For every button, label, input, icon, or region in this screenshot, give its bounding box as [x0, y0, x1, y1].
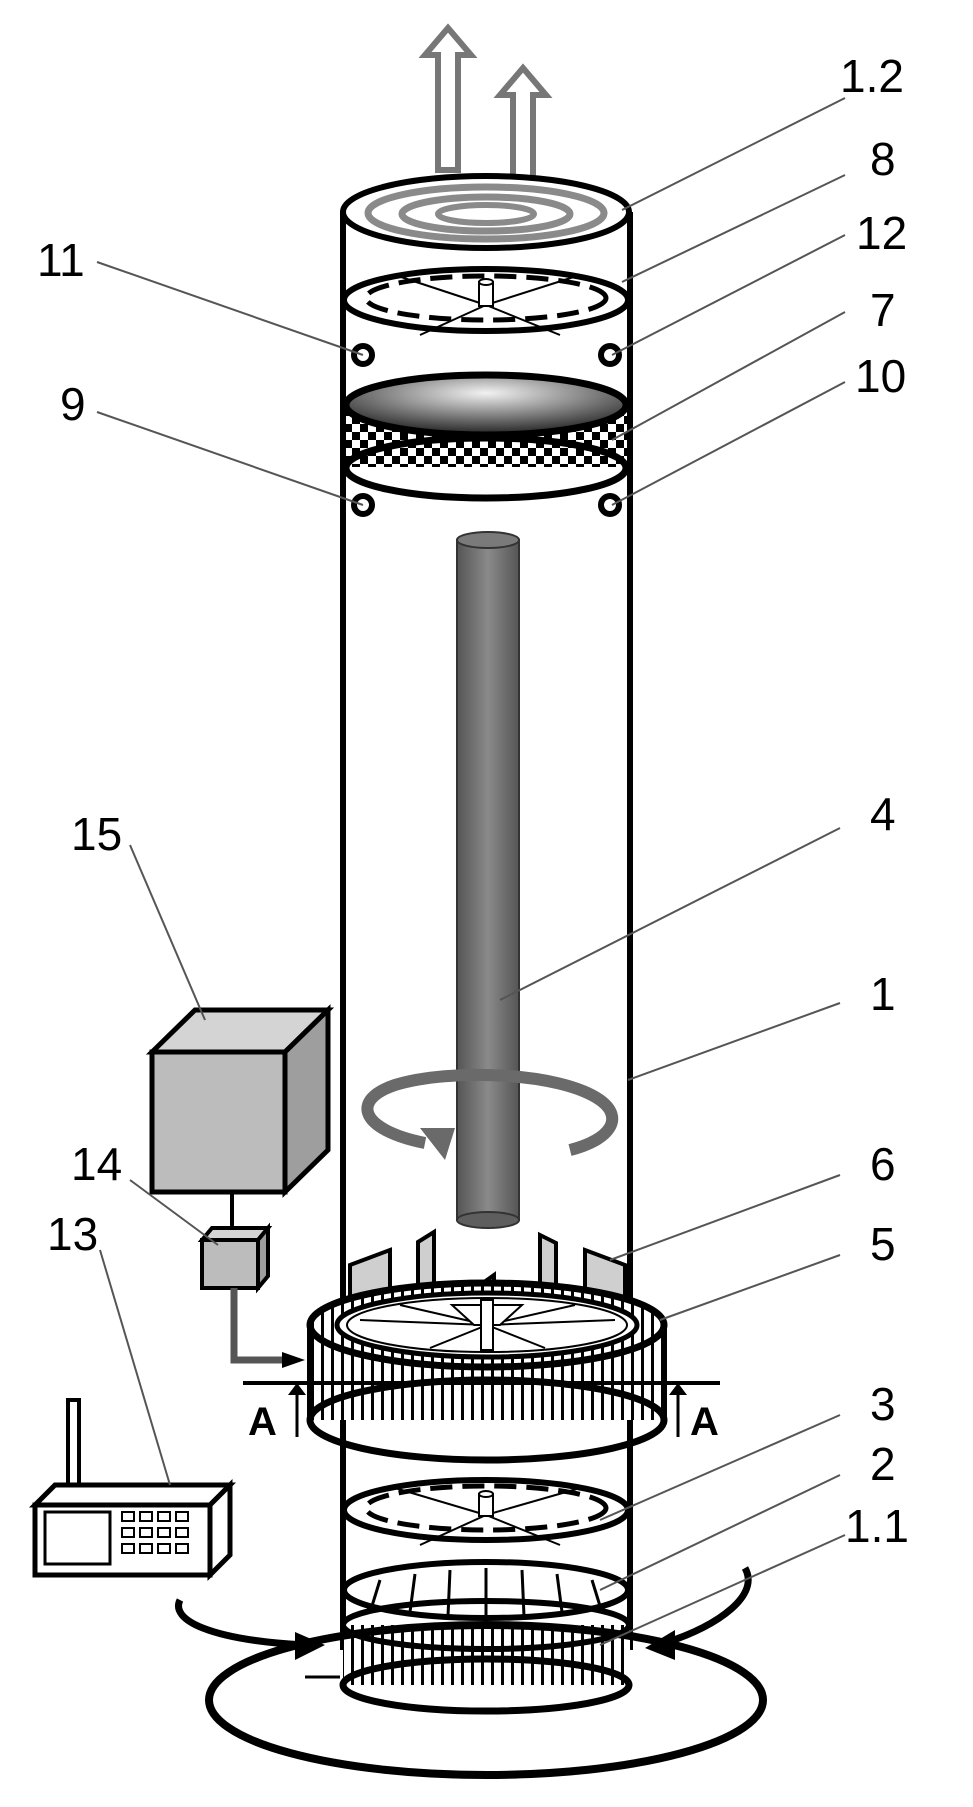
- filter-disc: [342, 371, 630, 502]
- label-13: 13: [47, 1208, 98, 1260]
- label-2: 2: [870, 1438, 896, 1490]
- label-9: 9: [60, 378, 86, 430]
- nozzles: [351, 343, 622, 517]
- bottom-inlet: [339, 1598, 633, 1715]
- top-outlet: [340, 173, 632, 251]
- lower-fan: [341, 1477, 631, 1546]
- label-1-1: 1.1: [845, 1500, 909, 1552]
- label-8: 8: [870, 133, 896, 185]
- label-15: 15: [71, 808, 122, 860]
- label-5: 5: [870, 1218, 896, 1270]
- section-label-right: A: [690, 1400, 719, 1444]
- base-swirl: [175, 1566, 767, 1779]
- label-4: 4: [870, 788, 896, 840]
- supply-tank-box: [145, 1004, 335, 1198]
- label-1-2: 1.2: [840, 50, 904, 102]
- label-7: 7: [870, 284, 896, 336]
- section-label-left: A: [248, 1400, 277, 1444]
- impeller-ring: [306, 1279, 668, 1464]
- label-1: 1: [870, 968, 896, 1020]
- upper-fan: [341, 266, 631, 336]
- label-10: 10: [855, 350, 906, 402]
- pump-box: [197, 1192, 305, 1368]
- label-11: 11: [37, 234, 85, 286]
- central-rod: [456, 531, 520, 1229]
- label-14: 14: [71, 1138, 122, 1190]
- label-3: 3: [870, 1378, 896, 1430]
- rotation-arrow: [361, 1068, 619, 1160]
- label-12: 12: [856, 207, 907, 259]
- section-line-a-a: [243, 1381, 720, 1437]
- label-6: 6: [870, 1138, 896, 1190]
- remote-control-unit: [28, 1398, 237, 1582]
- leader-lines: [96, 97, 846, 1646]
